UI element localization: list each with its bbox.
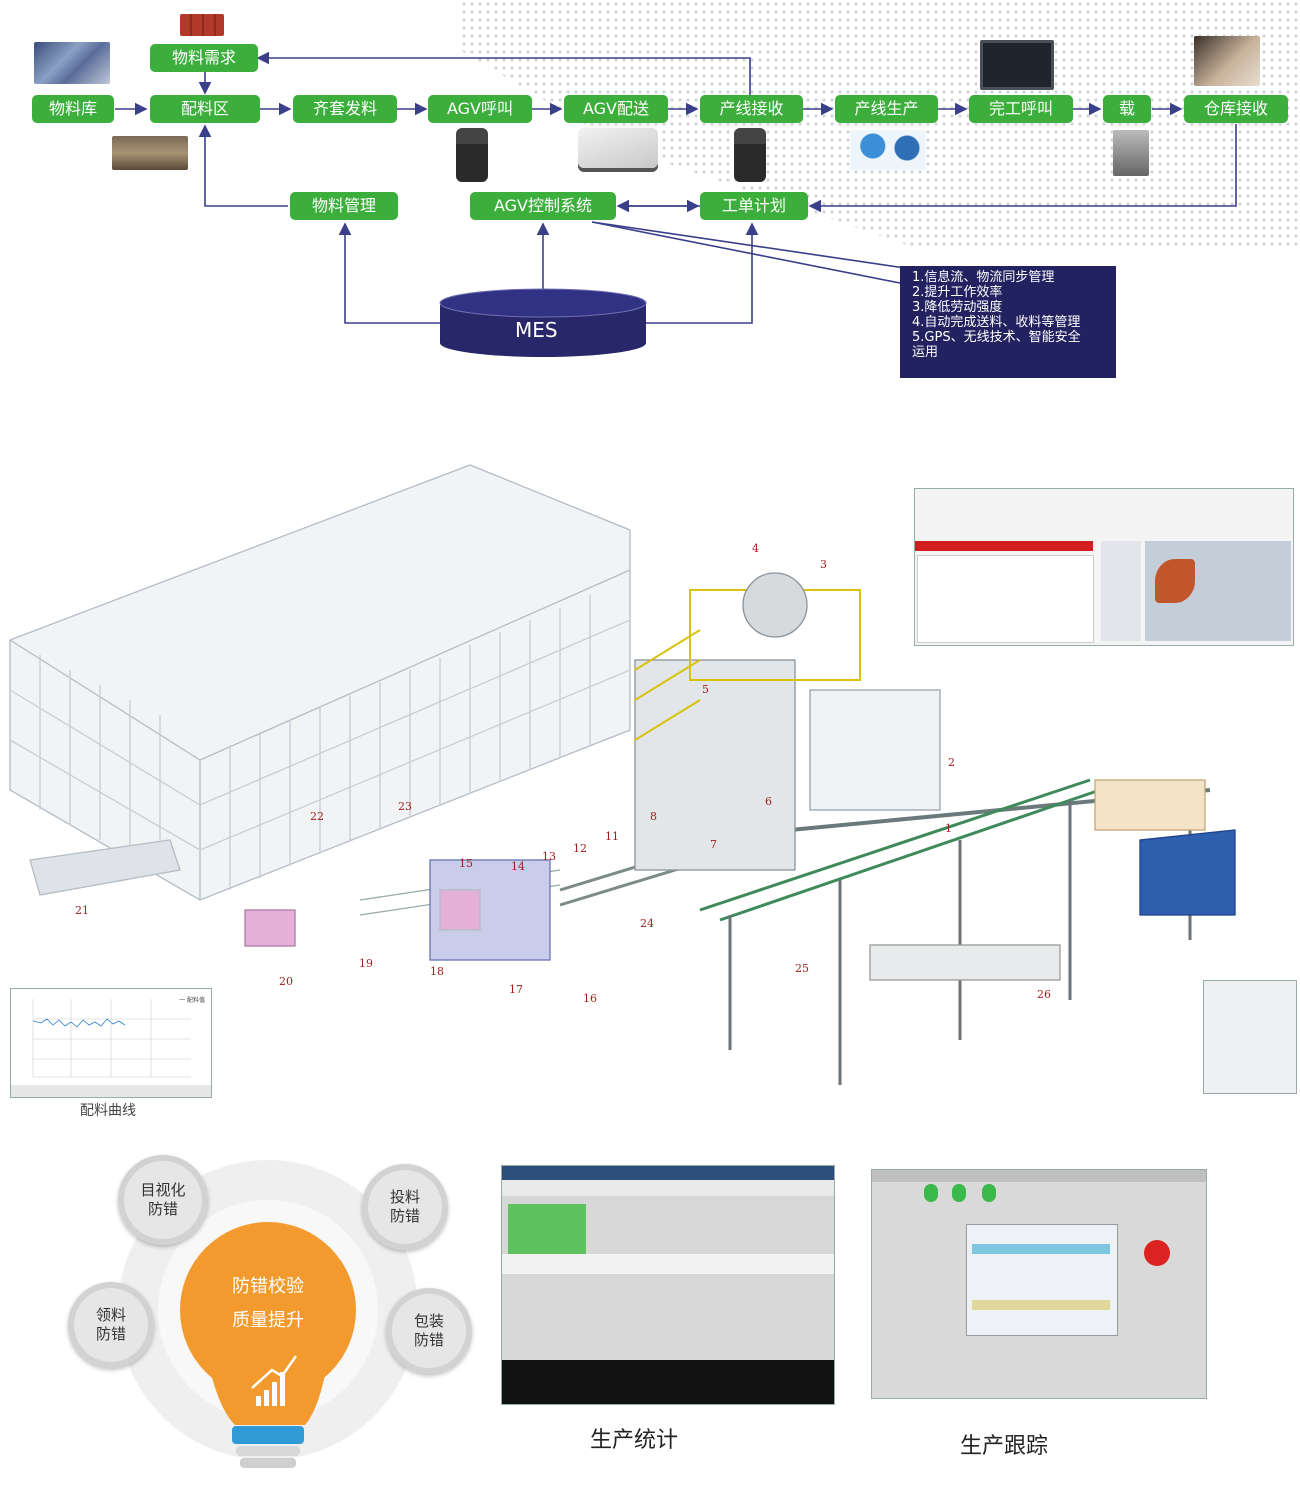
flow-box-line-production: 产线生产: [835, 95, 938, 123]
batching-curve-chart: 一 配料值: [10, 988, 212, 1098]
plant-label: 1: [945, 822, 952, 835]
plant-label: 21: [75, 904, 89, 917]
plant-label: 16: [583, 992, 597, 1005]
production-tracking-screen: [871, 1169, 1207, 1399]
bulb-title-1: 防错校验: [232, 1276, 304, 1297]
track-caption: 生产跟踪: [960, 1434, 1049, 1459]
note-line-1: 1.信息流、物流同步管理: [912, 270, 1055, 285]
production-stats-screen: [501, 1165, 835, 1405]
agv-vehicle-icon: [578, 128, 658, 168]
scada-screen-top: [914, 488, 1294, 646]
flow-box-material-demand: 物料需求: [150, 44, 258, 72]
mes-label: MES: [515, 318, 558, 342]
flow-box-material-mgmt: 物料管理: [290, 192, 398, 220]
plant-label: 23: [398, 800, 412, 813]
flow-box-line-receive: 产线接收: [700, 95, 803, 123]
bulb-graphic: [118, 1160, 418, 1468]
mes-cylinder: [439, 288, 647, 357]
tablet-icon: [980, 40, 1054, 90]
note-line-3: 3.降低劳动强度: [912, 300, 1003, 315]
plant-label: 4: [752, 542, 759, 555]
plant-label: 17: [509, 983, 523, 996]
warehouse-photo: [34, 42, 110, 84]
plant-label: 11: [605, 830, 619, 843]
plant-label: 3: [820, 558, 827, 571]
plant-label: 7: [710, 838, 717, 851]
flow-box-warehouse-receive: 仓库接收: [1184, 95, 1288, 123]
plant-label: 18: [430, 965, 444, 978]
plant-label: 13: [542, 850, 556, 863]
receive-photo: [1194, 36, 1260, 86]
gear-picking: 领料防错: [68, 1282, 154, 1368]
note-line-4: 4.自动完成送料、收料等管理: [912, 315, 1081, 330]
flow-box-agv-delivery: AGV配送: [564, 95, 668, 123]
flow-box-batching-area: 配料区: [150, 95, 260, 123]
flow-box-agv-call: AGV呼叫: [428, 95, 532, 123]
flow-box-agv-control: AGV控制系统: [470, 192, 616, 220]
plant-label: 12: [573, 842, 587, 855]
scanner-icon-2: [734, 128, 766, 182]
plant-label: 25: [795, 962, 809, 975]
stats-caption: 生产统计: [590, 1428, 679, 1453]
bulb-title-2: 质量提升: [232, 1310, 304, 1331]
flow-box-kitting: 齐套发料: [293, 95, 397, 123]
plant-label: 24: [640, 917, 654, 930]
plant-label: 22: [310, 810, 324, 823]
plant-label: 15: [459, 857, 473, 870]
flow-connectors: [115, 51, 1237, 357]
gear-packing: 包装防错: [386, 1288, 472, 1374]
plant-label: 14: [511, 860, 525, 873]
curve-caption: 配料曲线: [80, 1103, 136, 1119]
plant-label: 5: [702, 683, 709, 696]
benefits-note: 1.信息流、物流同步管理 2.提升工作效率 3.降低劳动强度 4.自动完成送料、…: [900, 266, 1116, 378]
plant-label: 20: [279, 975, 293, 988]
plant-3d-illustration: [9, 464, 1236, 1085]
workers-icon: [850, 130, 926, 170]
plant-label: 6: [765, 795, 772, 808]
flow-box-completion-call: 完工呼叫: [969, 95, 1073, 123]
gear-visual: 目视化防错: [118, 1155, 208, 1245]
plant-label: 2: [948, 756, 955, 769]
note-line-6: 运用: [912, 345, 939, 360]
plant-label: 19: [359, 957, 373, 970]
batching-photo: [112, 136, 188, 170]
flow-box-load: 载: [1103, 95, 1151, 123]
chart-legend: 一 配料值: [179, 997, 205, 1004]
plant-label: 26: [1037, 988, 1051, 1001]
flow-box-work-order: 工单计划: [700, 192, 808, 220]
scanner-icon: [456, 128, 488, 182]
note-line-5: 5.GPS、无线技术、智能安全: [912, 330, 1081, 345]
plant-label: 8: [650, 810, 657, 823]
loading-photo: [1113, 130, 1149, 176]
boxes-photo: [180, 14, 224, 36]
note-line-2: 2.提升工作效率: [912, 285, 1003, 300]
scada-screen-right: [1203, 980, 1297, 1094]
flow-box-warehouse: 物料库: [32, 95, 114, 123]
gear-feeding: 投料防错: [362, 1164, 448, 1250]
